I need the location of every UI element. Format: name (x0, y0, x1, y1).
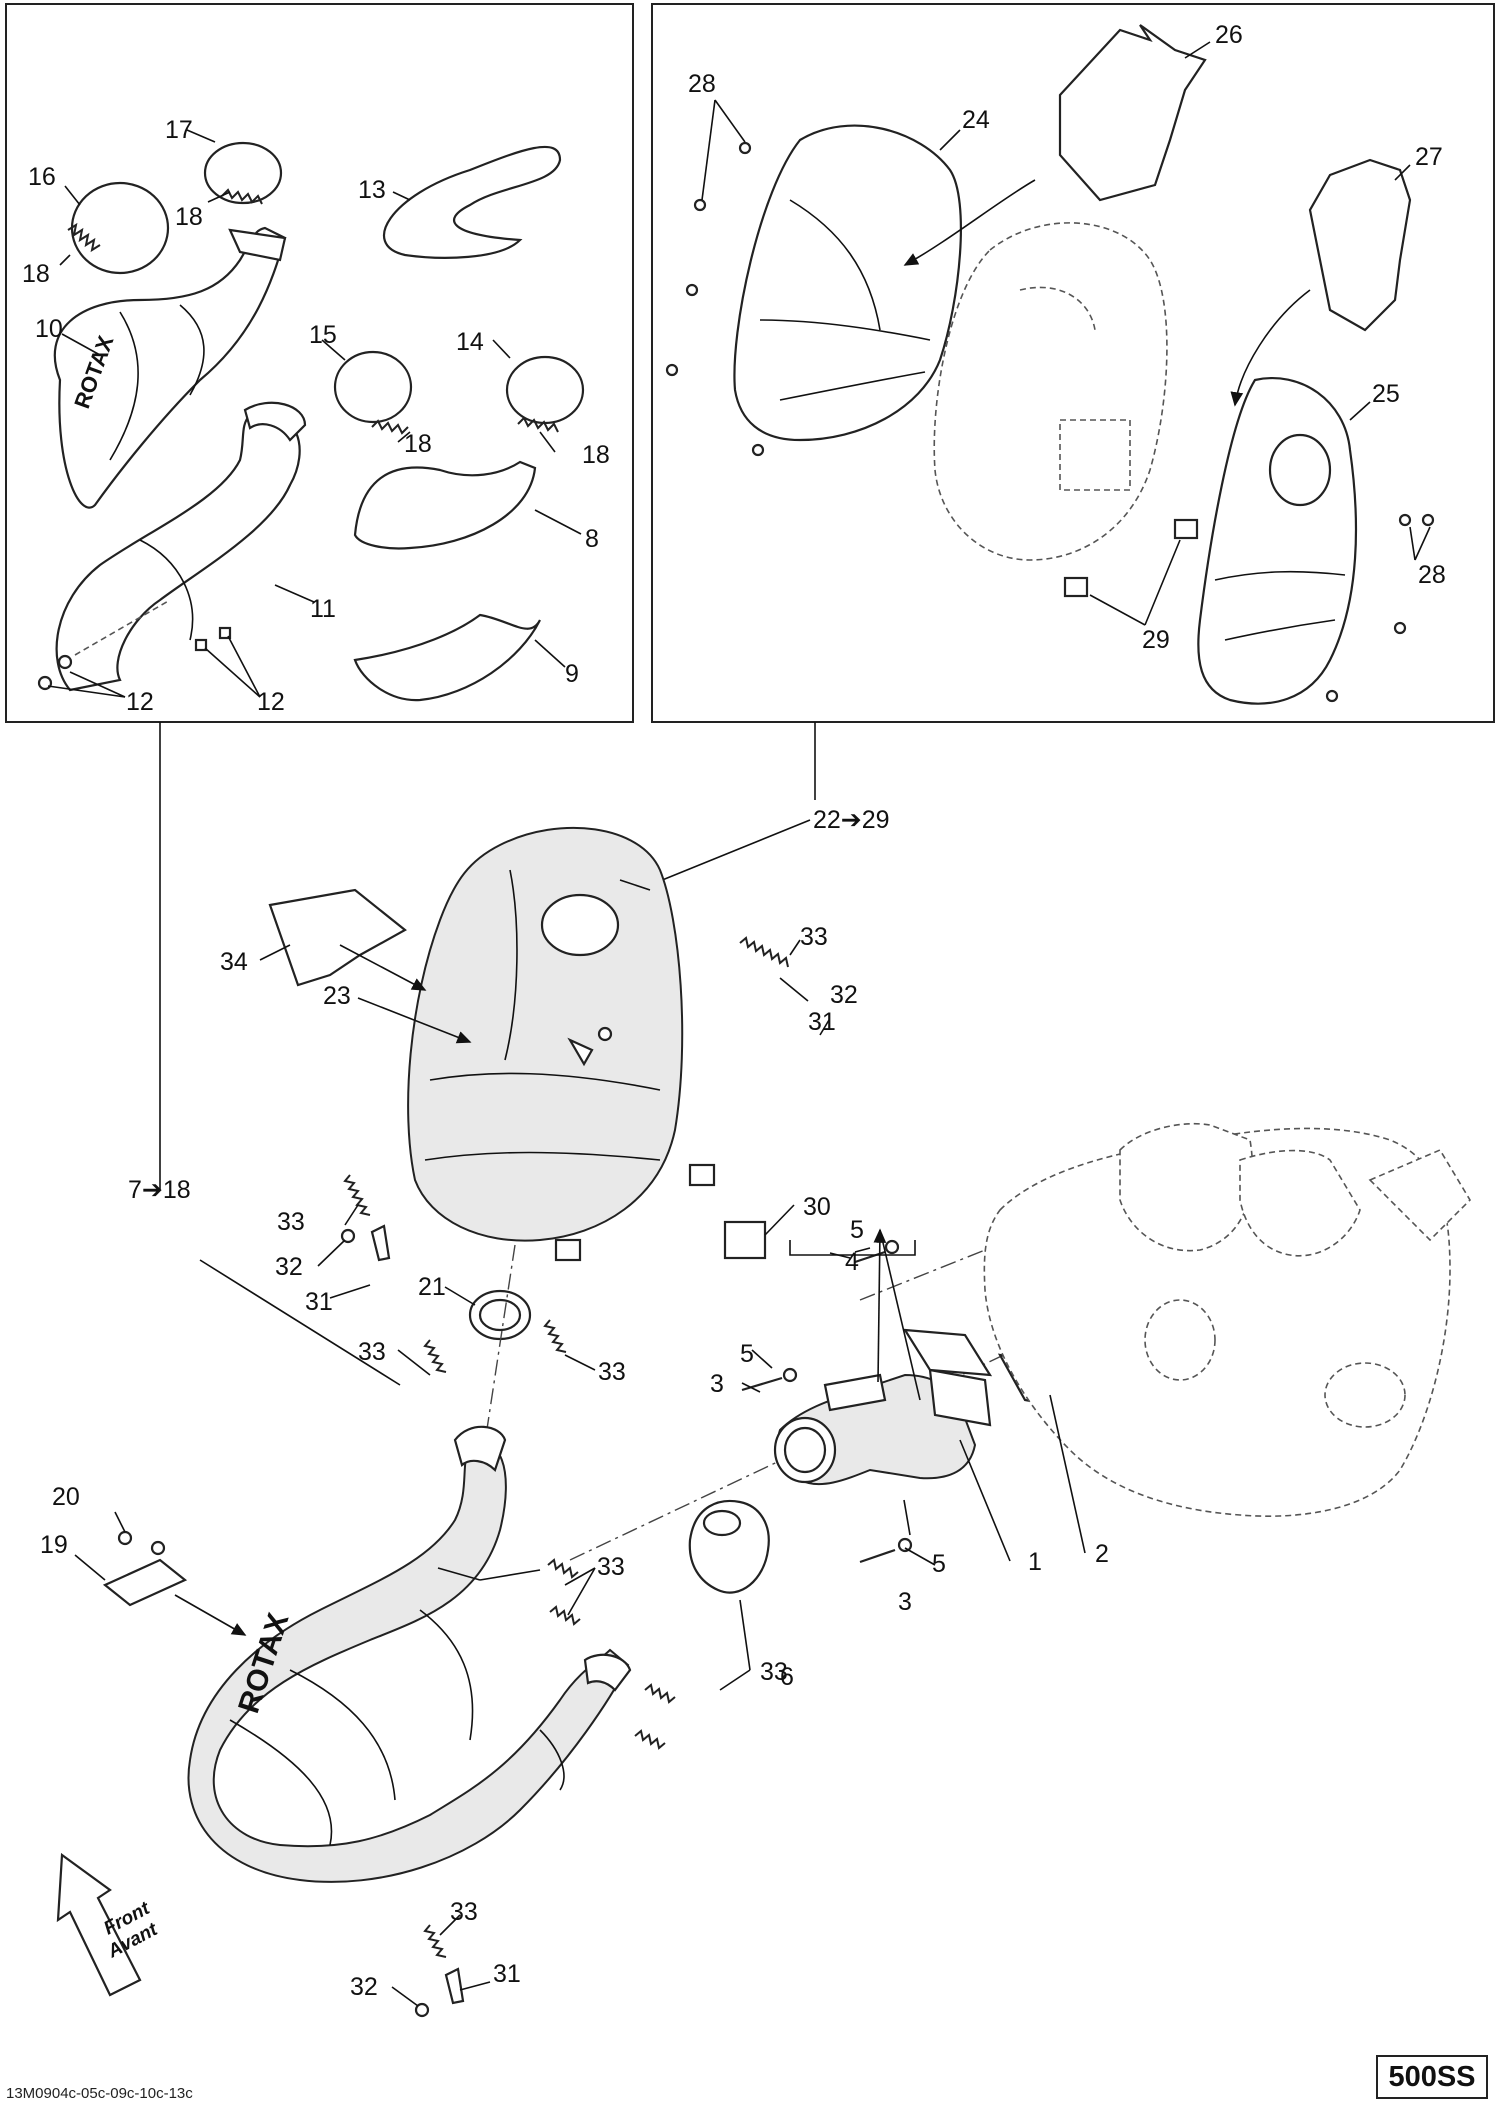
callout-8: 8 (585, 525, 599, 553)
callout-1: 1 (1028, 1548, 1042, 1576)
fasteners-main (340, 1026, 767, 2018)
callout-31: 31 (808, 1008, 836, 1036)
callout-31: 31 (493, 1960, 521, 1988)
callout-33: 33 (598, 1358, 626, 1386)
callout-28: 28 (1418, 561, 1446, 589)
callout-labels: 17 18 16 18 13 10 15 14 18 18 8 11 9 12 … (22, 21, 1446, 2001)
callout-32: 32 (830, 981, 858, 1009)
silencer-heat-shield (268, 888, 427, 991)
callout-26: 26 (1215, 21, 1243, 49)
small-fasteners-left (37, 626, 232, 691)
heat-shields-right (903, 24, 1412, 407)
callout-11: 11 (310, 595, 336, 623)
callout-18: 18 (22, 260, 50, 288)
callout-18: 18 (404, 430, 432, 458)
detail-box-left (5, 3, 634, 723)
silencer-cover-front (733, 124, 962, 442)
callout-30: 30 (803, 1193, 831, 1221)
callout-17: 17 (165, 116, 193, 144)
exhaust-sleeve (688, 1499, 770, 1594)
callout-19: 19 (40, 1531, 68, 1559)
heat-shields-left (353, 145, 562, 702)
silencer-assembly-ghost (933, 222, 1168, 561)
callout-3: 3 (710, 1370, 724, 1398)
callout-21: 21 (418, 1273, 446, 1301)
callout-31: 31 (305, 1288, 333, 1316)
muffler-silencer (407, 826, 716, 1262)
clamp-rings-left (67, 141, 585, 435)
callout-16: 16 (28, 163, 56, 191)
springs-main (343, 936, 789, 1958)
exhaust-seal-ring-inner (478, 1298, 522, 1332)
box-connector-lines (159, 722, 816, 1386)
model-code-box: 500SS (1376, 2055, 1488, 2099)
callout-33: 33 (800, 923, 828, 951)
callout-5: 5 (932, 1550, 946, 1578)
small-parts-right (665, 141, 1435, 703)
callout-5: 5 (740, 1340, 754, 1368)
callout-33: 33 (277, 1208, 305, 1236)
tuned-pipe-rear-half (55, 401, 307, 692)
callout-24: 24 (962, 106, 990, 134)
manifold-fasteners (741, 1239, 916, 1564)
detail-box-right (651, 3, 1495, 723)
callout-18: 18 (582, 441, 610, 469)
range-label-7-18: 7➔18 (128, 1176, 191, 1204)
leader-lines-right (701, 41, 1431, 626)
silencer-cover-rear (1197, 377, 1358, 705)
callout-23: 23 (323, 982, 351, 1010)
callout-3: 3 (898, 1588, 912, 1616)
callout-4: 4 (845, 1248, 859, 1276)
callout-12: 12 (126, 688, 154, 716)
exhaust-manifold (773, 1368, 992, 1486)
callout-34: 34 (220, 948, 248, 976)
pipe-support-bracket (102, 1530, 247, 1636)
callout-29: 29 (1142, 626, 1170, 654)
callout-20: 20 (52, 1483, 80, 1511)
callout-33: 33 (760, 1658, 788, 1686)
callout-12: 12 (257, 688, 285, 716)
drawing-number: 13M0904c-05c-09c-10c-13c (6, 2085, 193, 2102)
callout-32: 32 (350, 1973, 378, 2001)
front-direction-arrow: Front Avant (56, 1852, 162, 1997)
callout-2: 2 (1095, 1540, 1109, 1568)
callout-5: 5 (850, 1216, 864, 1244)
callout-33: 33 (358, 1338, 386, 1366)
callout-6: 6 (780, 1663, 794, 1691)
callout-32: 32 (275, 1253, 303, 1281)
callout-25: 25 (1372, 380, 1400, 408)
callout-9: 9 (565, 660, 579, 688)
tuned-pipe-front-half: ROTAX (53, 226, 287, 509)
callout-14: 14 (456, 328, 484, 356)
range-label-22-29: 22➔29 (813, 806, 890, 834)
engine-block-ghost (983, 1122, 1472, 1517)
callout-15: 15 (309, 321, 337, 349)
leader-lines-left (47, 129, 582, 698)
leader-lines-main (74, 879, 1086, 2007)
callout-13: 13 (358, 176, 386, 204)
callout-28: 28 (688, 70, 716, 98)
callout-10: 10 (35, 315, 63, 343)
callout-18: 18 (175, 203, 203, 231)
callout-33: 33 (450, 1898, 478, 1926)
callout-27: 27 (1415, 143, 1443, 171)
callout-33: 33 (597, 1553, 625, 1581)
tuned-pipe: ROTAX (187, 1425, 632, 1883)
